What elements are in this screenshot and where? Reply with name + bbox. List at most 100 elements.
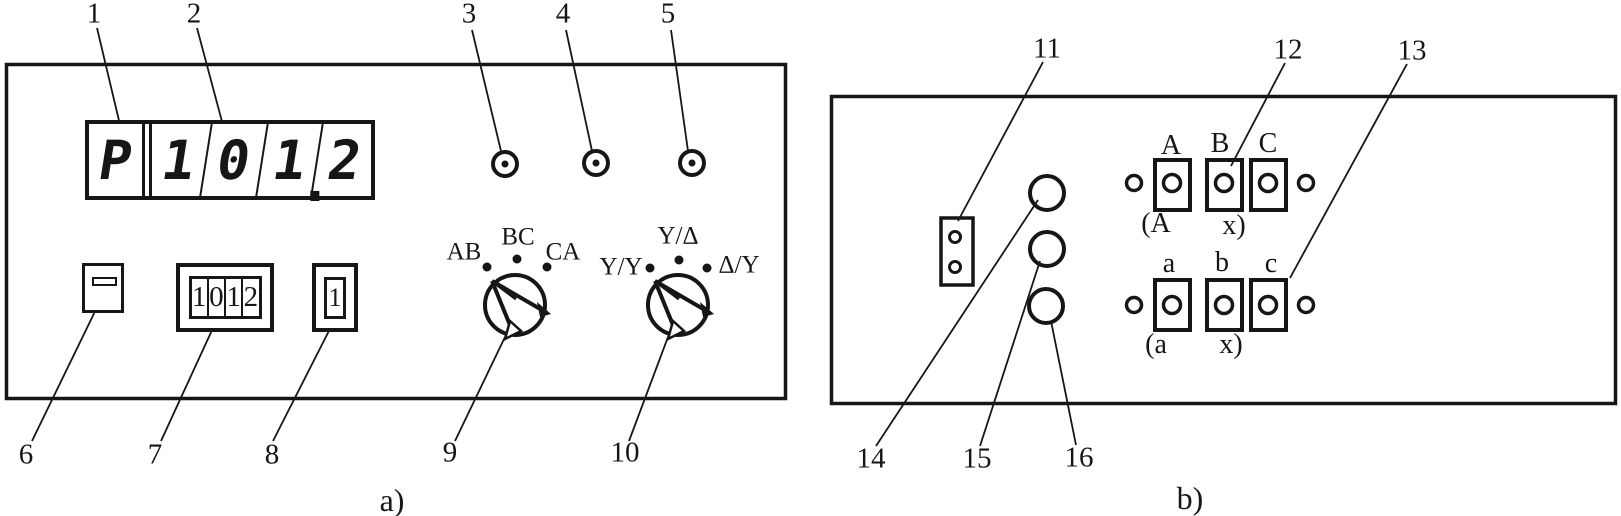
socket-14 xyxy=(1028,174,1066,212)
rotary-switch-line-voltage xyxy=(482,254,552,342)
secondary-terminal-b-label: b xyxy=(1215,247,1229,278)
connector-11-body xyxy=(939,216,975,287)
primary-terminal-B-hole xyxy=(1213,172,1235,194)
leader-9 xyxy=(454,336,506,442)
leader-4 xyxy=(565,29,593,152)
connector-11-hole-bottom xyxy=(948,260,962,274)
terminal-5-pin xyxy=(688,159,696,167)
terminal-5-ring xyxy=(678,149,706,177)
callout-6: 6 xyxy=(18,438,34,471)
secondary-terminal-c-hole xyxy=(1257,294,1279,316)
terminal-4-ring xyxy=(582,149,610,177)
knob-10-arrowhead xyxy=(700,302,714,317)
digit-switch: 1 xyxy=(312,263,358,332)
thumbwheel-selector: 1 0 1 2 xyxy=(176,263,274,332)
thumbwheel-digit-3: 1 xyxy=(224,279,241,316)
terminal-3 xyxy=(491,150,519,178)
callout-10: 10 xyxy=(610,436,640,469)
thumbwheel-digit-2: 0 xyxy=(206,279,224,316)
secondary-flank-terminal-right xyxy=(1296,295,1316,315)
leader-6 xyxy=(31,294,104,442)
secondary-terminal-b-block xyxy=(1205,278,1244,332)
primary-terminal-C-block xyxy=(1249,158,1288,212)
thumbwheel-digit-4: 2 xyxy=(241,279,258,316)
callout-3: 3 xyxy=(461,0,477,30)
primary-flank-terminal-left xyxy=(1124,173,1144,193)
primary-annotation-open: (A xyxy=(1141,208,1171,239)
callout-15: 15 xyxy=(962,442,992,475)
leader-14 xyxy=(875,199,1039,447)
terminal-3-pin xyxy=(501,160,509,168)
position-dot-YD xyxy=(674,255,684,265)
leader-8 xyxy=(272,314,338,442)
position-dot-DY xyxy=(702,263,712,273)
knob-9-arrowhead xyxy=(537,302,551,317)
display-divider xyxy=(142,124,152,196)
rotary9-label-AB: AB xyxy=(446,238,482,266)
callout-14: 14 xyxy=(856,442,886,475)
position-dot-CA xyxy=(542,262,552,272)
callout-7: 7 xyxy=(147,438,163,471)
position-dot-AB xyxy=(482,262,492,272)
slotted-switch xyxy=(82,263,124,313)
connector-11-hole-top xyxy=(948,230,962,244)
leader-11 xyxy=(957,61,1044,222)
panel-a-caption: a) xyxy=(379,482,405,516)
thumbwheel-window: 1 0 1 2 xyxy=(188,276,262,319)
secondary-terminal-row xyxy=(1124,278,1316,332)
knob-9-fan-line xyxy=(491,279,517,301)
leader-7 xyxy=(160,314,220,442)
rotary-switch-winding-scheme xyxy=(645,255,714,342)
callout-11: 11 xyxy=(1033,32,1061,65)
display-mode-char: P xyxy=(94,128,137,192)
callout-8: 8 xyxy=(264,438,280,471)
callout-1: 1 xyxy=(86,0,102,30)
primary-terminal-C-label: C xyxy=(1258,128,1278,159)
panel-a-outline xyxy=(4,62,788,401)
primary-terminal-A-block xyxy=(1153,158,1192,212)
rotary10-label-DY: Δ/Y xyxy=(718,251,760,279)
panel-b-caption: b) xyxy=(1176,480,1204,516)
callout-12: 12 xyxy=(1273,33,1303,66)
knob-9-bottom-tab xyxy=(503,318,524,342)
callout-leaders xyxy=(31,27,1408,447)
digit-switch-window: 1 xyxy=(324,276,346,319)
rotary9-label-BC: BC xyxy=(501,223,535,251)
secondary-terminal-a-hole xyxy=(1161,294,1183,316)
secondary-terminal-a-block xyxy=(1153,278,1192,332)
knob-10-bottom-tab xyxy=(666,318,687,342)
callout-2: 2 xyxy=(186,0,202,30)
connector-11 xyxy=(939,216,975,287)
position-dot-YY xyxy=(645,263,655,273)
leader-5 xyxy=(670,29,689,152)
secondary-terminal-c-block xyxy=(1249,278,1288,332)
leader-2 xyxy=(196,27,225,130)
panel-b-outline xyxy=(829,94,1618,406)
secondary-terminal-c-label: c xyxy=(1264,248,1278,279)
callout-16: 16 xyxy=(1064,441,1094,474)
thumbwheel-digit-1: 1 xyxy=(191,281,207,313)
primary-annotation-close: x) xyxy=(1222,210,1246,241)
primary-terminal-row xyxy=(1124,158,1316,212)
panel-a-terminals xyxy=(491,149,706,178)
rotary9-label-CA: CA xyxy=(545,238,581,266)
leader-3 xyxy=(471,29,502,152)
callout-4: 4 xyxy=(555,0,571,30)
position-dot-BC xyxy=(512,254,522,264)
rotary10-label-YD: Y/Δ xyxy=(657,222,699,250)
secondary-annotation-close: x) xyxy=(1219,329,1243,360)
callout-9: 9 xyxy=(442,436,458,469)
callout-5: 5 xyxy=(660,0,676,30)
secondary-flank-terminal-left xyxy=(1124,295,1144,315)
socket-15 xyxy=(1028,230,1066,268)
leader-16 xyxy=(1050,320,1077,446)
terminal-4 xyxy=(582,149,610,177)
leader-13 xyxy=(1289,63,1408,279)
primary-flank-terminal-right xyxy=(1296,173,1316,193)
display-decimal-point: . xyxy=(298,150,332,215)
rotary10-label-YY: Y/Y xyxy=(599,253,643,281)
primary-terminal-B-label: B xyxy=(1210,128,1230,159)
secondary-annotation-open: (a xyxy=(1145,329,1167,360)
